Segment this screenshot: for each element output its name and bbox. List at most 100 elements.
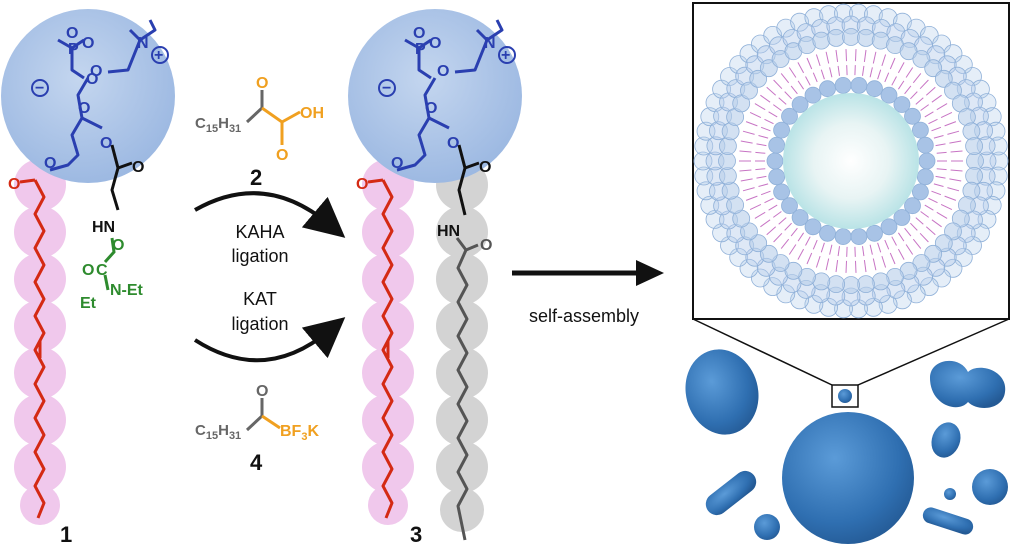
lipid-3: P O O O O O O N − + O HN O [348,9,522,547]
lipid-tail [950,169,963,172]
lipid-tail [915,217,924,225]
lipid-tail [784,222,792,231]
lipid-tail [884,72,890,83]
ligation-labels: KAHA ligation KAT ligation [231,222,288,334]
lipid-bead [781,107,798,125]
lipid-tail [825,51,830,64]
lipid-tail [805,76,811,86]
lipid-tail [910,91,918,100]
lipid-tail [904,227,912,237]
lipid-tail [897,62,905,74]
lipid-tail [773,79,783,90]
lipid-tail [845,49,847,62]
lipid-tail [877,242,882,253]
lipid-bead [721,181,740,200]
lipid-tail [910,222,918,231]
lipid-tail [805,236,811,246]
lipid-tail [835,260,839,273]
c4-bf-bond [261,414,281,430]
svg-text:O: O [66,25,78,42]
lipid-tail [924,111,934,118]
compound-label-1: 1 [60,522,72,547]
c2-acid-bonds [261,106,301,145]
lipid-bead [790,290,809,310]
lipid-bead [773,121,790,139]
svg-text:−: − [35,80,44,97]
lipid-tail [768,204,778,211]
lipid-bead [965,166,983,185]
lipid-tail [837,246,840,257]
lipid-bead [951,209,970,228]
lipid-tail [835,49,839,62]
lipid-tail [881,54,887,67]
lipid-tail [756,175,767,179]
lipid-bead [719,166,737,185]
lipid-tail [790,227,798,237]
lipid-tail [863,260,867,273]
vesicle-inset [692,2,1010,408]
lipid-tail [889,57,896,70]
svg-text:O: O [437,63,449,80]
lipid-bead [893,290,912,310]
lipid-tail [837,65,840,76]
svg-text:N: N [484,35,496,52]
lipid-tail [884,239,890,250]
lipid-bead [773,183,790,201]
lipid-bead [857,275,875,294]
lipid-bead [893,209,911,226]
lipid-bead [850,77,868,94]
reagent-2: C15H31 O O OH 2 [195,75,324,190]
lipid-bead [759,59,778,78]
lipid-tail [925,86,936,96]
lipid-tail [949,178,962,182]
lipid-bead [804,218,822,236]
lipid-tail [797,232,805,242]
vesicle-dot [944,488,956,500]
kat-line-2: ligation [231,314,288,334]
svg-text:O: O [425,100,437,117]
lipid-bead [912,50,931,68]
lipid-tail [760,126,771,132]
lipid-bead [934,69,953,88]
lipid-tail [862,65,865,76]
vesicle-small-right [972,469,1008,505]
hn-label-1: HN [92,219,115,236]
lipid-bead [904,197,921,215]
lipid-tail [920,211,929,218]
lipid-tail [773,211,782,218]
c2-keto-o: O [256,75,268,92]
lipid-tail [742,130,755,135]
c4-bonds [245,398,264,432]
lipid-tail [944,195,957,201]
lipid-tail [745,121,758,127]
svg-text:P: P [68,41,79,58]
lipid-tail [742,187,755,192]
lipid-tail [919,232,929,243]
lipid-bead [924,59,943,78]
hn-label-3: HN [437,223,460,240]
lipid-tail [940,111,953,119]
lipid-tail [936,168,947,171]
compound-label-3: 3 [410,522,422,547]
compound-label-4: 4 [250,450,263,475]
lipid-tail [872,258,877,271]
lipid-bead [804,86,822,104]
lipid-bead [740,81,758,100]
lipid-tail [812,239,818,250]
lipid-tail [933,183,944,187]
headgroup-skeleton-1 [49,19,157,172]
ligation-arrows [193,191,346,363]
svg-text:Et: Et [80,295,97,312]
lipid-tail [812,72,818,83]
lipid-bead [784,261,803,280]
lipid-bead [790,12,809,32]
svg-text:+: + [154,47,163,64]
lipid-bead [878,294,898,314]
lipid-tail [778,97,787,105]
lipid-bead [866,80,883,98]
lipid-bead [827,275,845,294]
lipid-bead [904,107,921,125]
lipid-bead [842,276,860,294]
lipid-tail [877,69,882,80]
